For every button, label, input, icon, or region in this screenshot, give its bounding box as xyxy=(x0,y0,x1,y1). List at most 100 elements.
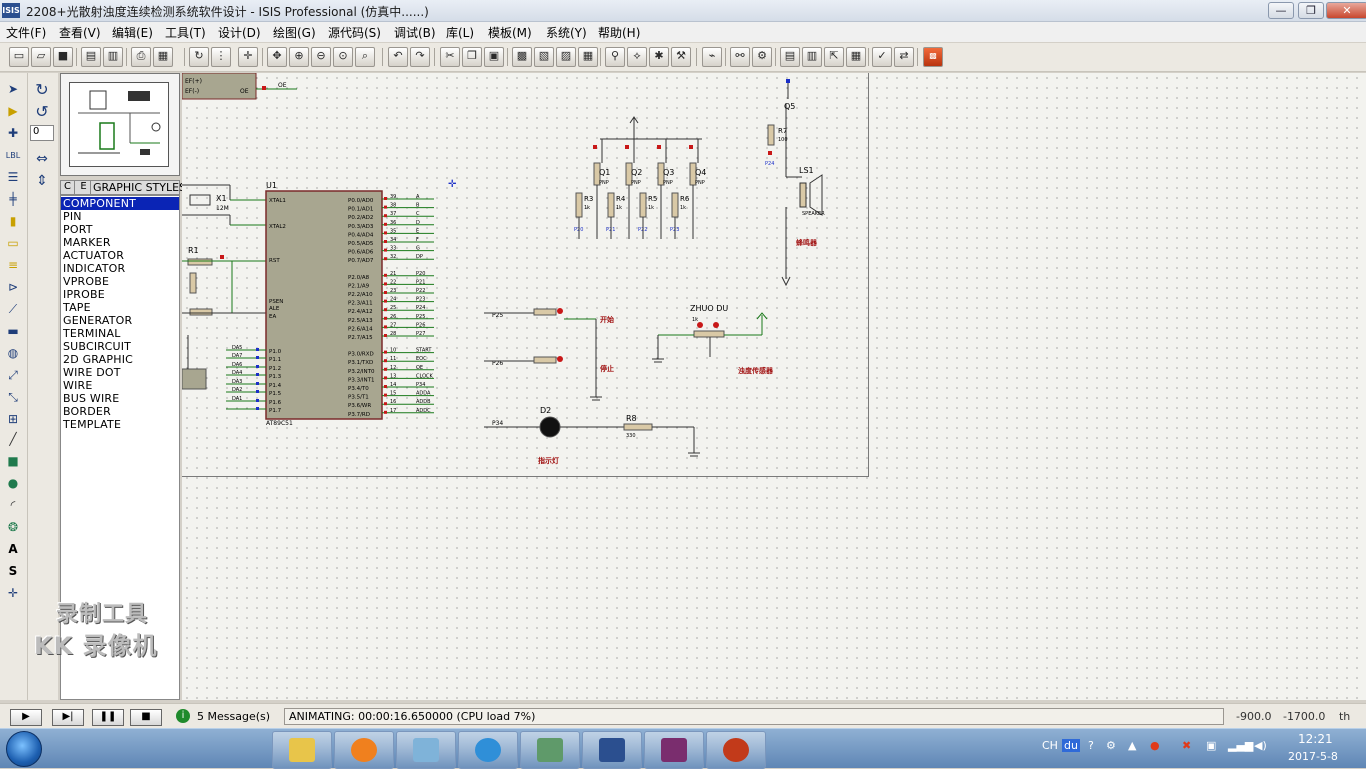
tab-components[interactable]: C xyxy=(61,181,75,194)
block-copy-icon[interactable]: ▩ xyxy=(512,47,532,67)
junction-dot-icon[interactable]: ✚ xyxy=(7,126,19,140)
bill-of-materials-icon[interactable]: ▦ xyxy=(846,47,866,67)
menu-edit[interactable]: 编辑(E) xyxy=(112,26,153,40)
overview-viewport[interactable] xyxy=(69,82,169,167)
security-icon[interactable]: ● xyxy=(1150,739,1160,752)
device-pins-icon[interactable]: ≡ xyxy=(7,258,19,272)
virtual-instruments-icon[interactable]: ⊞ xyxy=(7,412,19,426)
new-sheet-icon[interactable]: ▤ xyxy=(780,47,800,67)
zoom-all-icon[interactable]: ⊙ xyxy=(333,47,353,67)
mirror-horizontal-icon[interactable]: ⇔ xyxy=(36,151,48,167)
ares-icon[interactable]: ▩ xyxy=(923,47,943,67)
pan-icon[interactable]: ✥ xyxy=(267,47,287,67)
list-item[interactable]: VPROBE xyxy=(63,275,110,288)
menu-template[interactable]: 模板(M) xyxy=(488,26,532,40)
block-delete-icon[interactable]: ▦ xyxy=(578,47,598,67)
network-error-icon[interactable]: ✖ xyxy=(1182,739,1192,752)
tab-edit[interactable]: E xyxy=(77,181,91,194)
tray-language[interactable]: CH xyxy=(1042,739,1058,752)
taskbar-notepad[interactable] xyxy=(396,731,456,769)
zoom-out-icon[interactable]: ⊖ xyxy=(311,47,331,67)
selection-mode-icon[interactable]: ➤ xyxy=(7,82,19,96)
message-status-icon[interactable]: i xyxy=(176,709,190,723)
print-setup-icon[interactable]: ▦ xyxy=(153,47,173,67)
refresh-icon[interactable]: ↻ xyxy=(189,47,209,67)
marker-2d-icon[interactable]: ✛ xyxy=(7,586,19,600)
list-item[interactable]: BORDER xyxy=(63,405,111,418)
list-item[interactable]: PIN xyxy=(63,210,82,223)
line-2d-icon[interactable]: ╱ xyxy=(9,432,17,446)
arc-2d-icon[interactable]: ◜ xyxy=(10,498,16,512)
list-item-selected[interactable]: COMPONENT xyxy=(61,197,179,210)
export-icon[interactable]: ▥ xyxy=(103,47,123,67)
minimize-button[interactable]: — xyxy=(1268,2,1294,19)
tape-recorder-icon[interactable]: ⟋ xyxy=(8,302,18,316)
schematic-canvas[interactable]: EF(+) EF(-) OE OE X1 12M R1 xyxy=(182,73,1366,700)
menu-source[interactable]: 源代码(S) xyxy=(328,26,381,40)
menu-tools[interactable]: 工具(T) xyxy=(165,26,206,40)
block-move-icon[interactable]: ▧ xyxy=(534,47,554,67)
electrical-rule-check-icon[interactable]: ✓ xyxy=(872,47,892,67)
terminals-icon[interactable]: ▭ xyxy=(7,236,19,250)
current-probe-icon[interactable]: ⤢ xyxy=(8,368,18,382)
device-icon[interactable]: ▣ xyxy=(1206,739,1217,752)
list-item[interactable]: WIRE xyxy=(63,379,93,392)
zoom-area-icon[interactable]: ⌕ xyxy=(355,47,375,67)
redo-icon[interactable]: ↷ xyxy=(410,47,430,67)
cut-icon[interactable]: ✂ xyxy=(440,47,460,67)
open-file-icon[interactable]: ▱ xyxy=(31,47,51,67)
isis-app-icon[interactable]: ISIS xyxy=(2,3,20,18)
virtual-instruments-icon[interactable]: ⤡ xyxy=(8,390,18,404)
origin-icon[interactable]: ✛ xyxy=(238,47,258,67)
search-icon[interactable]: ⚯ xyxy=(730,47,750,67)
list-item[interactable]: PORT xyxy=(63,223,93,236)
rotate-anticlockwise-icon[interactable]: ↺ xyxy=(35,102,49,121)
rotation-angle-field[interactable]: 0 xyxy=(30,125,54,141)
menu-design[interactable]: 设计(D) xyxy=(218,26,261,40)
wire-autorouter-icon[interactable]: ⌁ xyxy=(702,47,722,67)
generator-icon[interactable]: ▬ xyxy=(7,324,19,338)
taskbar-file-explorer[interactable] xyxy=(272,731,332,769)
menu-file[interactable]: 文件(F) xyxy=(6,26,47,40)
circle-2d-icon[interactable]: ● xyxy=(7,476,19,490)
graph-icon[interactable]: ⊳ xyxy=(7,280,19,294)
pause-button[interactable]: ❚❚ xyxy=(92,709,124,726)
menu-help[interactable]: 帮助(H) xyxy=(598,26,641,40)
component-mode-icon[interactable]: ▶ xyxy=(8,104,18,118)
clock-date[interactable]: 2017-5-8 xyxy=(1288,750,1338,763)
overview-window[interactable] xyxy=(60,73,180,176)
taskbar-isis[interactable] xyxy=(582,731,642,769)
list-item[interactable]: WIRE DOT xyxy=(63,366,121,379)
voltage-probe-icon[interactable]: ◍ xyxy=(7,346,19,360)
list-item[interactable]: ACTUATOR xyxy=(63,249,125,262)
block-rotate-icon[interactable]: ▨ xyxy=(556,47,576,67)
step-button[interactable]: ▶| xyxy=(52,709,84,726)
maximize-button[interactable]: ❐ xyxy=(1298,2,1324,19)
property-tool-icon[interactable]: ⚙ xyxy=(752,47,772,67)
list-item[interactable]: TERMINAL xyxy=(63,327,121,340)
undo-icon[interactable]: ↶ xyxy=(388,47,408,67)
zoom-in-icon[interactable]: ⊕ xyxy=(289,47,309,67)
symbol-2d-icon[interactable]: S xyxy=(8,564,18,578)
path-2d-icon[interactable]: ❂ xyxy=(7,520,19,534)
print-icon[interactable]: ⎙ xyxy=(131,47,151,67)
taskbar-browser[interactable] xyxy=(458,731,518,769)
object-selector-list[interactable]: COMPONENT PIN PORT MARKER ACTUATOR INDIC… xyxy=(60,195,180,700)
netlist-to-ares-icon[interactable]: ⇄ xyxy=(894,47,914,67)
clock-time[interactable]: 12:21 xyxy=(1298,732,1333,746)
settings-icon[interactable]: ⚙ xyxy=(1106,739,1116,752)
signal-icon[interactable]: ▂▄▆ xyxy=(1228,739,1254,752)
list-item[interactable]: BUS WIRE xyxy=(63,392,120,405)
volume-icon[interactable]: ◀) xyxy=(1254,739,1267,752)
message-count[interactable]: 5 Message(s) xyxy=(197,710,271,723)
remove-sheet-icon[interactable]: ▥ xyxy=(802,47,822,67)
list-item[interactable]: MARKER xyxy=(63,236,111,249)
make-device-icon[interactable]: ⟡ xyxy=(627,47,647,67)
list-item[interactable]: TAPE xyxy=(63,301,91,314)
play-button[interactable]: ▶ xyxy=(10,709,42,726)
decompose-icon[interactable]: ⚒ xyxy=(671,47,691,67)
paste-icon[interactable]: ▣ xyxy=(484,47,504,67)
mirror-vertical-icon[interactable]: ⇕ xyxy=(36,173,48,189)
taskbar-media-player[interactable] xyxy=(334,731,394,769)
pick-device-icon[interactable]: ⚲ xyxy=(605,47,625,67)
